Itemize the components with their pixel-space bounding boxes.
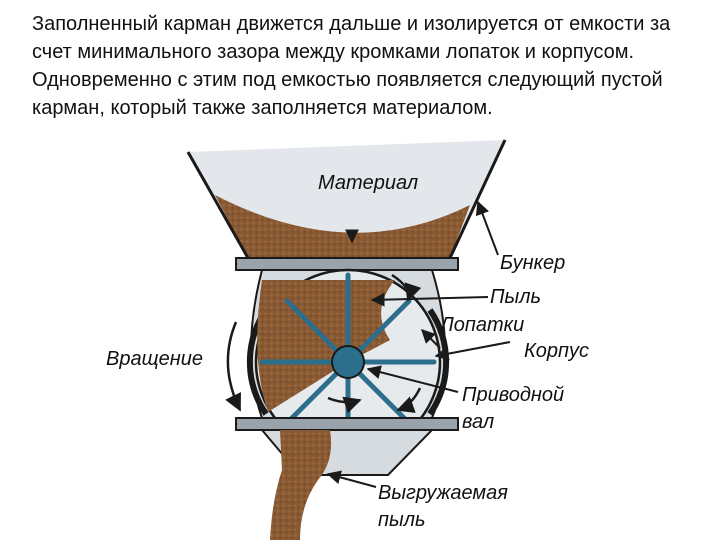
rotation-label: Вращение (106, 348, 203, 370)
material-in-pockets (257, 280, 348, 412)
hopper-label: Бункер (500, 252, 566, 274)
material-label: Материал (318, 172, 419, 194)
discharged-material (270, 430, 332, 540)
housing-label: Корпус (524, 340, 590, 362)
discharged-dust-label: Выгружаемая пыль (378, 482, 508, 531)
drive-shaft-label: Приводной вал (462, 384, 565, 433)
rotation-arrow (225, 321, 242, 412)
hopper (186, 139, 507, 259)
bottom-flange (235, 417, 459, 431)
top-flange (235, 257, 459, 271)
material-in-hopper (215, 195, 470, 258)
description-text: Заполненный карман движется дальше и изо… (32, 13, 671, 119)
blades-label: Лопатки (440, 314, 525, 336)
drive-shaft-hub (331, 345, 365, 379)
dust-label: Пыль (490, 286, 542, 308)
callout-arrows (326, 200, 511, 488)
